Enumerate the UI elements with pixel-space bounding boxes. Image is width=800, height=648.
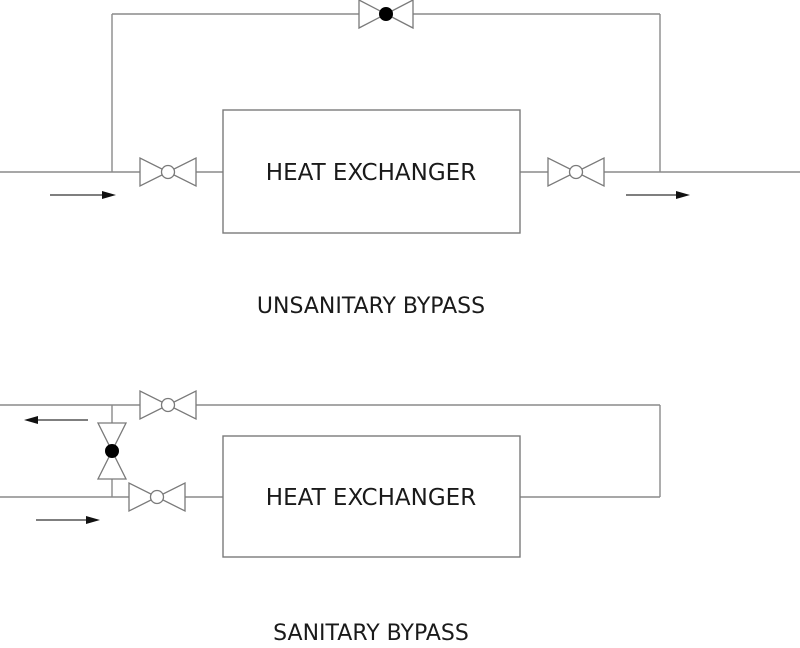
unsanitary-flow-arrow-outlet — [626, 191, 690, 199]
valve-body-top — [96, 422, 128, 453]
open-valve-ball-icon — [149, 489, 165, 505]
arrow-right-icon — [102, 191, 116, 199]
valve-body-right — [166, 389, 197, 421]
unsanitary-bypass-caption: UNSANITARY BYPASS — [257, 294, 485, 319]
valve-body-right — [155, 481, 186, 513]
unsanitary-heat-exchanger: HEAT EXCHANGER — [222, 109, 521, 234]
closed-valve-ball-icon — [379, 7, 393, 21]
heat-exchanger-box — [222, 109, 521, 234]
valve-body-bottom — [96, 449, 128, 480]
sanitary-return-valve[interactable] — [139, 389, 197, 421]
valve-body-left — [547, 156, 578, 188]
unsanitary-bypass-diagram: HEAT EXCHANGER UNSANITARY BYPASS — [0, 0, 800, 319]
arrow-right-icon — [676, 191, 690, 199]
heat-exchanger-label: HEAT EXCHANGER — [266, 485, 476, 511]
valve-body-right — [574, 156, 605, 188]
unsanitary-bypass-valve[interactable] — [358, 0, 414, 30]
sanitary-piping — [0, 404, 661, 498]
valve-body-left — [139, 389, 170, 421]
closed-valve-ball-icon — [105, 444, 119, 458]
valve-body-left — [358, 0, 388, 30]
heat-exchanger-box — [222, 435, 521, 558]
unsanitary-piping — [0, 13, 800, 173]
open-valve-ball-icon — [160, 164, 176, 180]
valve-body-right — [166, 156, 197, 188]
valve-body-left — [139, 156, 170, 188]
sanitary-crossover-valve[interactable] — [96, 422, 128, 480]
sanitary-heat-exchanger: HEAT EXCHANGER — [222, 435, 521, 558]
unsanitary-flow-arrow-inlet — [50, 191, 116, 199]
open-valve-ball-icon — [160, 397, 176, 413]
sanitary-flow-arrow-supply — [36, 516, 100, 524]
sanitary-bypass-diagram: HEAT EXCHANGER SANITARY BYPASS — [0, 389, 661, 646]
valve-body-right — [384, 0, 414, 30]
sanitary-bypass-caption: SANITARY BYPASS — [273, 621, 469, 646]
unsanitary-outlet-valve[interactable] — [547, 156, 605, 188]
sanitary-inlet-valve[interactable] — [128, 481, 186, 513]
unsanitary-inlet-valve[interactable] — [139, 156, 197, 188]
arrow-right-icon — [86, 516, 100, 524]
open-valve-ball-icon — [568, 164, 584, 180]
heat-exchanger-label: HEAT EXCHANGER — [266, 160, 476, 186]
valve-body-left — [128, 481, 159, 513]
arrow-left-icon — [24, 416, 38, 424]
sanitary-flow-arrow-return — [24, 416, 88, 424]
